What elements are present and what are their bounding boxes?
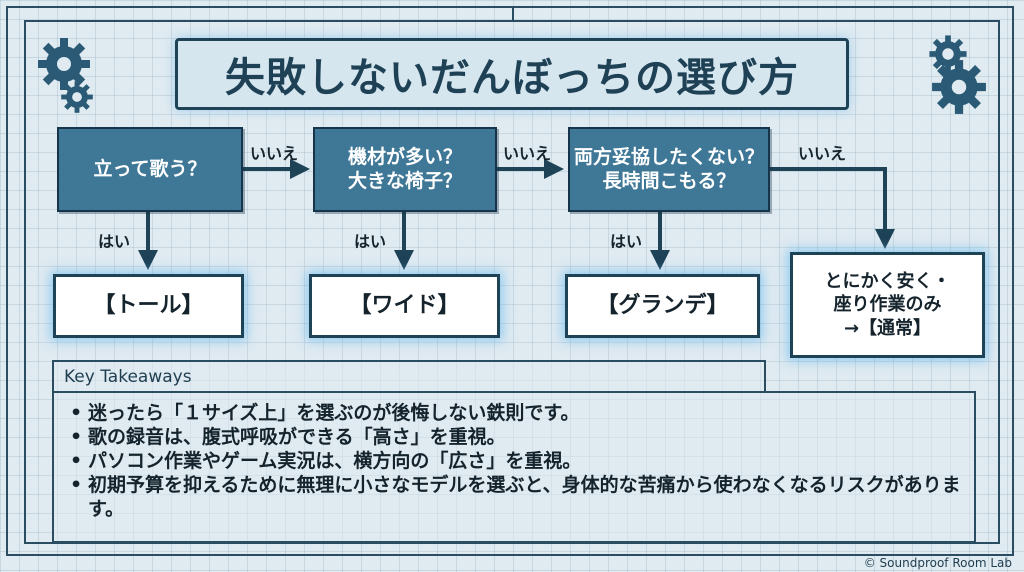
decision-text: 両方妥協したくない？ <box>573 145 764 168</box>
result-text: 【トール】 <box>93 292 204 318</box>
takeaways-list: 迷ったら「１サイズ上」を選ぶのが後悔しない鉄則です。 歌の録音は、腹式呼吸ができ… <box>68 401 962 521</box>
title-banner: 失敗しないだんぼっちの選び方 <box>175 38 849 110</box>
decision-equipment-chair: 機材が多い？ 大きな椅子？ <box>313 127 497 212</box>
edge-label-yes: はい <box>98 232 131 251</box>
result-text: 座り作業のみ <box>833 294 942 316</box>
takeaways-panel: 迷ったら「１サイズ上」を選ぶのが後悔しない鉄則です。 歌の録音は、腹式呼吸ができ… <box>52 391 976 543</box>
result-tall: 【トール】 <box>53 274 244 338</box>
decision-text: 機材が多い？ <box>347 145 462 168</box>
outer-frame <box>6 6 1014 556</box>
edge-label-yes: はい <box>610 232 643 251</box>
takeaway-item: 初期予算を抑えるために無理に小さなモデルを選ぶと、身体的な苦痛から使わなくなるリ… <box>68 473 962 521</box>
decision-text: 大きな椅子？ <box>347 169 462 192</box>
result-wide: 【ワイド】 <box>309 274 500 338</box>
copyright-notice: © Soundproof Room Lab <box>863 556 1012 570</box>
edge-label-yes: はい <box>354 232 387 251</box>
decision-text: 長時間こもる？ <box>602 169 736 192</box>
inner-frame <box>24 20 1000 544</box>
decision-no-compromise: 両方妥協したくない？ 長時間こもる？ <box>568 127 770 212</box>
decision-stand-sing: 立って歌う？ <box>57 127 243 212</box>
gear-icon <box>929 35 967 73</box>
gear-icon <box>61 81 93 113</box>
edge-label-no: いいえ <box>503 144 552 163</box>
arrow-no-3 <box>770 167 895 249</box>
edge-label-no: いいえ <box>798 144 847 163</box>
takeaways-header: Key Takeaways <box>52 360 766 392</box>
result-standard: とにかく安く・ 座り作業のみ →【通常】 <box>790 252 985 358</box>
gear-icon <box>932 60 986 114</box>
takeaway-item: 迷ったら「１サイズ上」を選ぶのが後悔しない鉄則です。 <box>68 401 962 425</box>
page-title: 失敗しないだんぼっちの選び方 <box>225 55 799 101</box>
result-grande: 【グランデ】 <box>565 274 760 338</box>
result-text: 【グランデ】 <box>596 292 729 318</box>
gear-icon <box>38 38 90 90</box>
result-text: 【ワイド】 <box>349 292 460 318</box>
result-text: →【通常】 <box>843 317 932 339</box>
takeaways-title: Key Takeaways <box>64 367 192 387</box>
frame-tick <box>512 6 514 20</box>
edge-label-no: いいえ <box>250 144 299 163</box>
takeaway-item: 歌の録音は、腹式呼吸ができる「高さ」を重視。 <box>68 425 962 449</box>
result-text: とにかく安く・ <box>824 270 951 292</box>
decision-text: 立って歌う？ <box>93 157 207 180</box>
takeaway-item: パソコン作業やゲーム実況は、横方向の「広さ」を重視。 <box>68 449 962 473</box>
